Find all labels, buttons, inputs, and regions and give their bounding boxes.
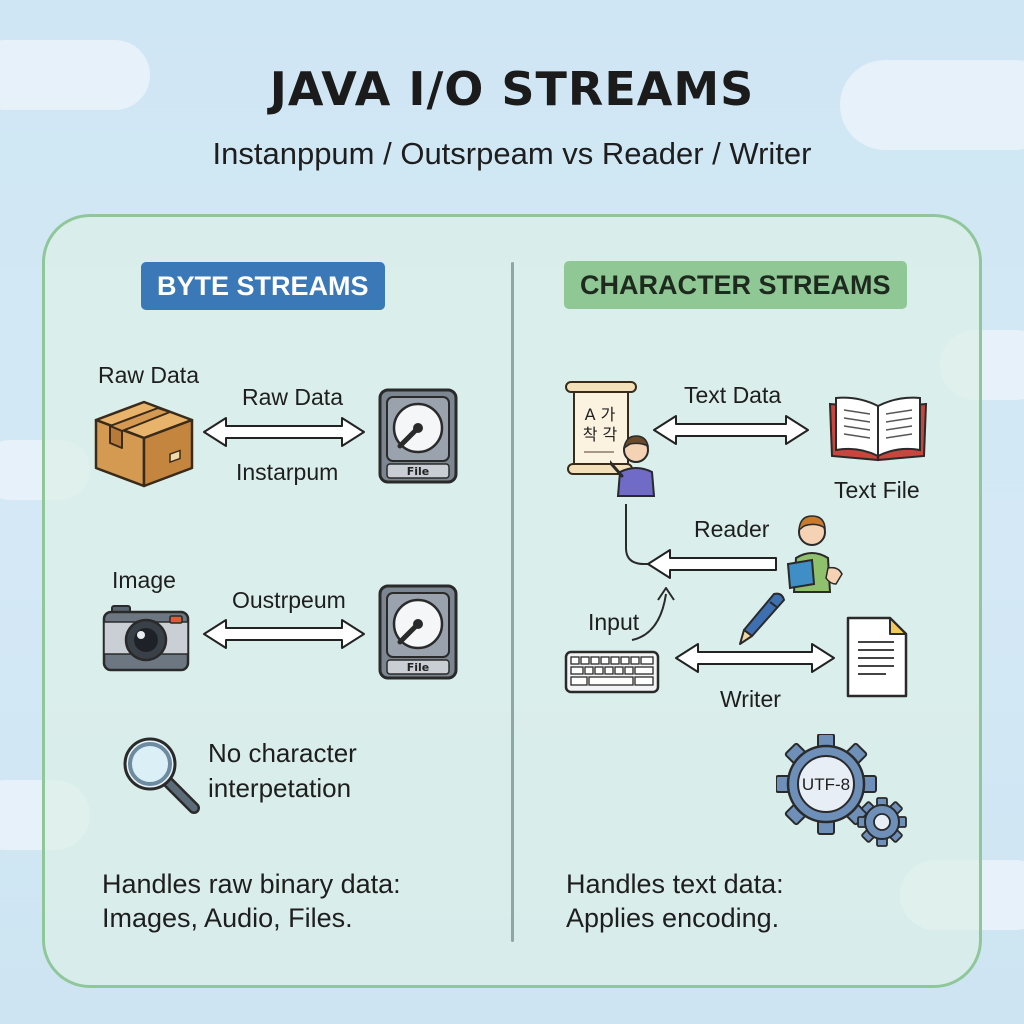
raw-data-arrow [203, 417, 365, 447]
gear-icon: UTF-8 [776, 734, 907, 847]
file-label: File [407, 661, 430, 674]
text-data-label: Text Data [684, 382, 782, 408]
box-icon [94, 400, 194, 488]
byte-summary-line1: Handles raw binary data: [102, 869, 401, 899]
background-cloud [0, 40, 150, 110]
byte-streams-heading: BYTE STREAMS [141, 262, 385, 310]
input-label: Input [588, 609, 640, 635]
arrow1-top-label: Raw Data [242, 384, 343, 410]
page-title: JAVA I/O STREAMS [269, 62, 755, 116]
writer-label: Writer [720, 686, 781, 712]
text-file-label: Text File [834, 477, 920, 503]
section-divider [511, 262, 514, 942]
scroll-text-line1: A 가 [585, 405, 616, 424]
page-subtitle: Instanppum / Outsrpeam vs Reader / Write… [212, 136, 812, 171]
keyboard-icon [564, 650, 660, 694]
arrow1-bottom-label: Instarpum [236, 459, 339, 485]
person-pointing-icon [610, 435, 656, 497]
writer-arrow [675, 643, 835, 673]
file-label: File [407, 465, 430, 478]
byte-summary-line2: Images, Audio, Files. [102, 903, 353, 933]
background-cloud [840, 60, 1024, 150]
hard-drive-icon: File [378, 388, 458, 484]
magnifier-icon [123, 737, 200, 814]
camera-icon [102, 605, 190, 672]
open-book-icon [828, 396, 928, 462]
scroll-text-line2: 착 각 [583, 425, 618, 444]
character-streams-heading: CHARACTER STREAMS [564, 261, 907, 309]
image-label: Image [112, 567, 176, 593]
document-icon [846, 616, 908, 698]
reader-arrow [625, 504, 777, 579]
char-summary-line2: Applies encoding. [566, 903, 780, 933]
arrow2-label: Oustrpeum [232, 587, 346, 613]
scroll-icon: A 가 착 각 [565, 381, 637, 475]
encoding-label: UTF-8 [802, 775, 850, 794]
hard-drive-icon: File [378, 584, 458, 680]
reader-label: Reader [694, 516, 770, 542]
text-data-arrow [653, 415, 809, 445]
reader-person-icon [786, 515, 843, 593]
raw-data-label: Raw Data [98, 362, 199, 388]
char-summary-line1: Handles text data: [566, 869, 784, 899]
no-character-interpretation-note: No character interpetation [208, 738, 357, 803]
input-arrow [631, 587, 675, 641]
pen-icon [739, 592, 785, 645]
oustrpeum-arrow [203, 619, 365, 649]
